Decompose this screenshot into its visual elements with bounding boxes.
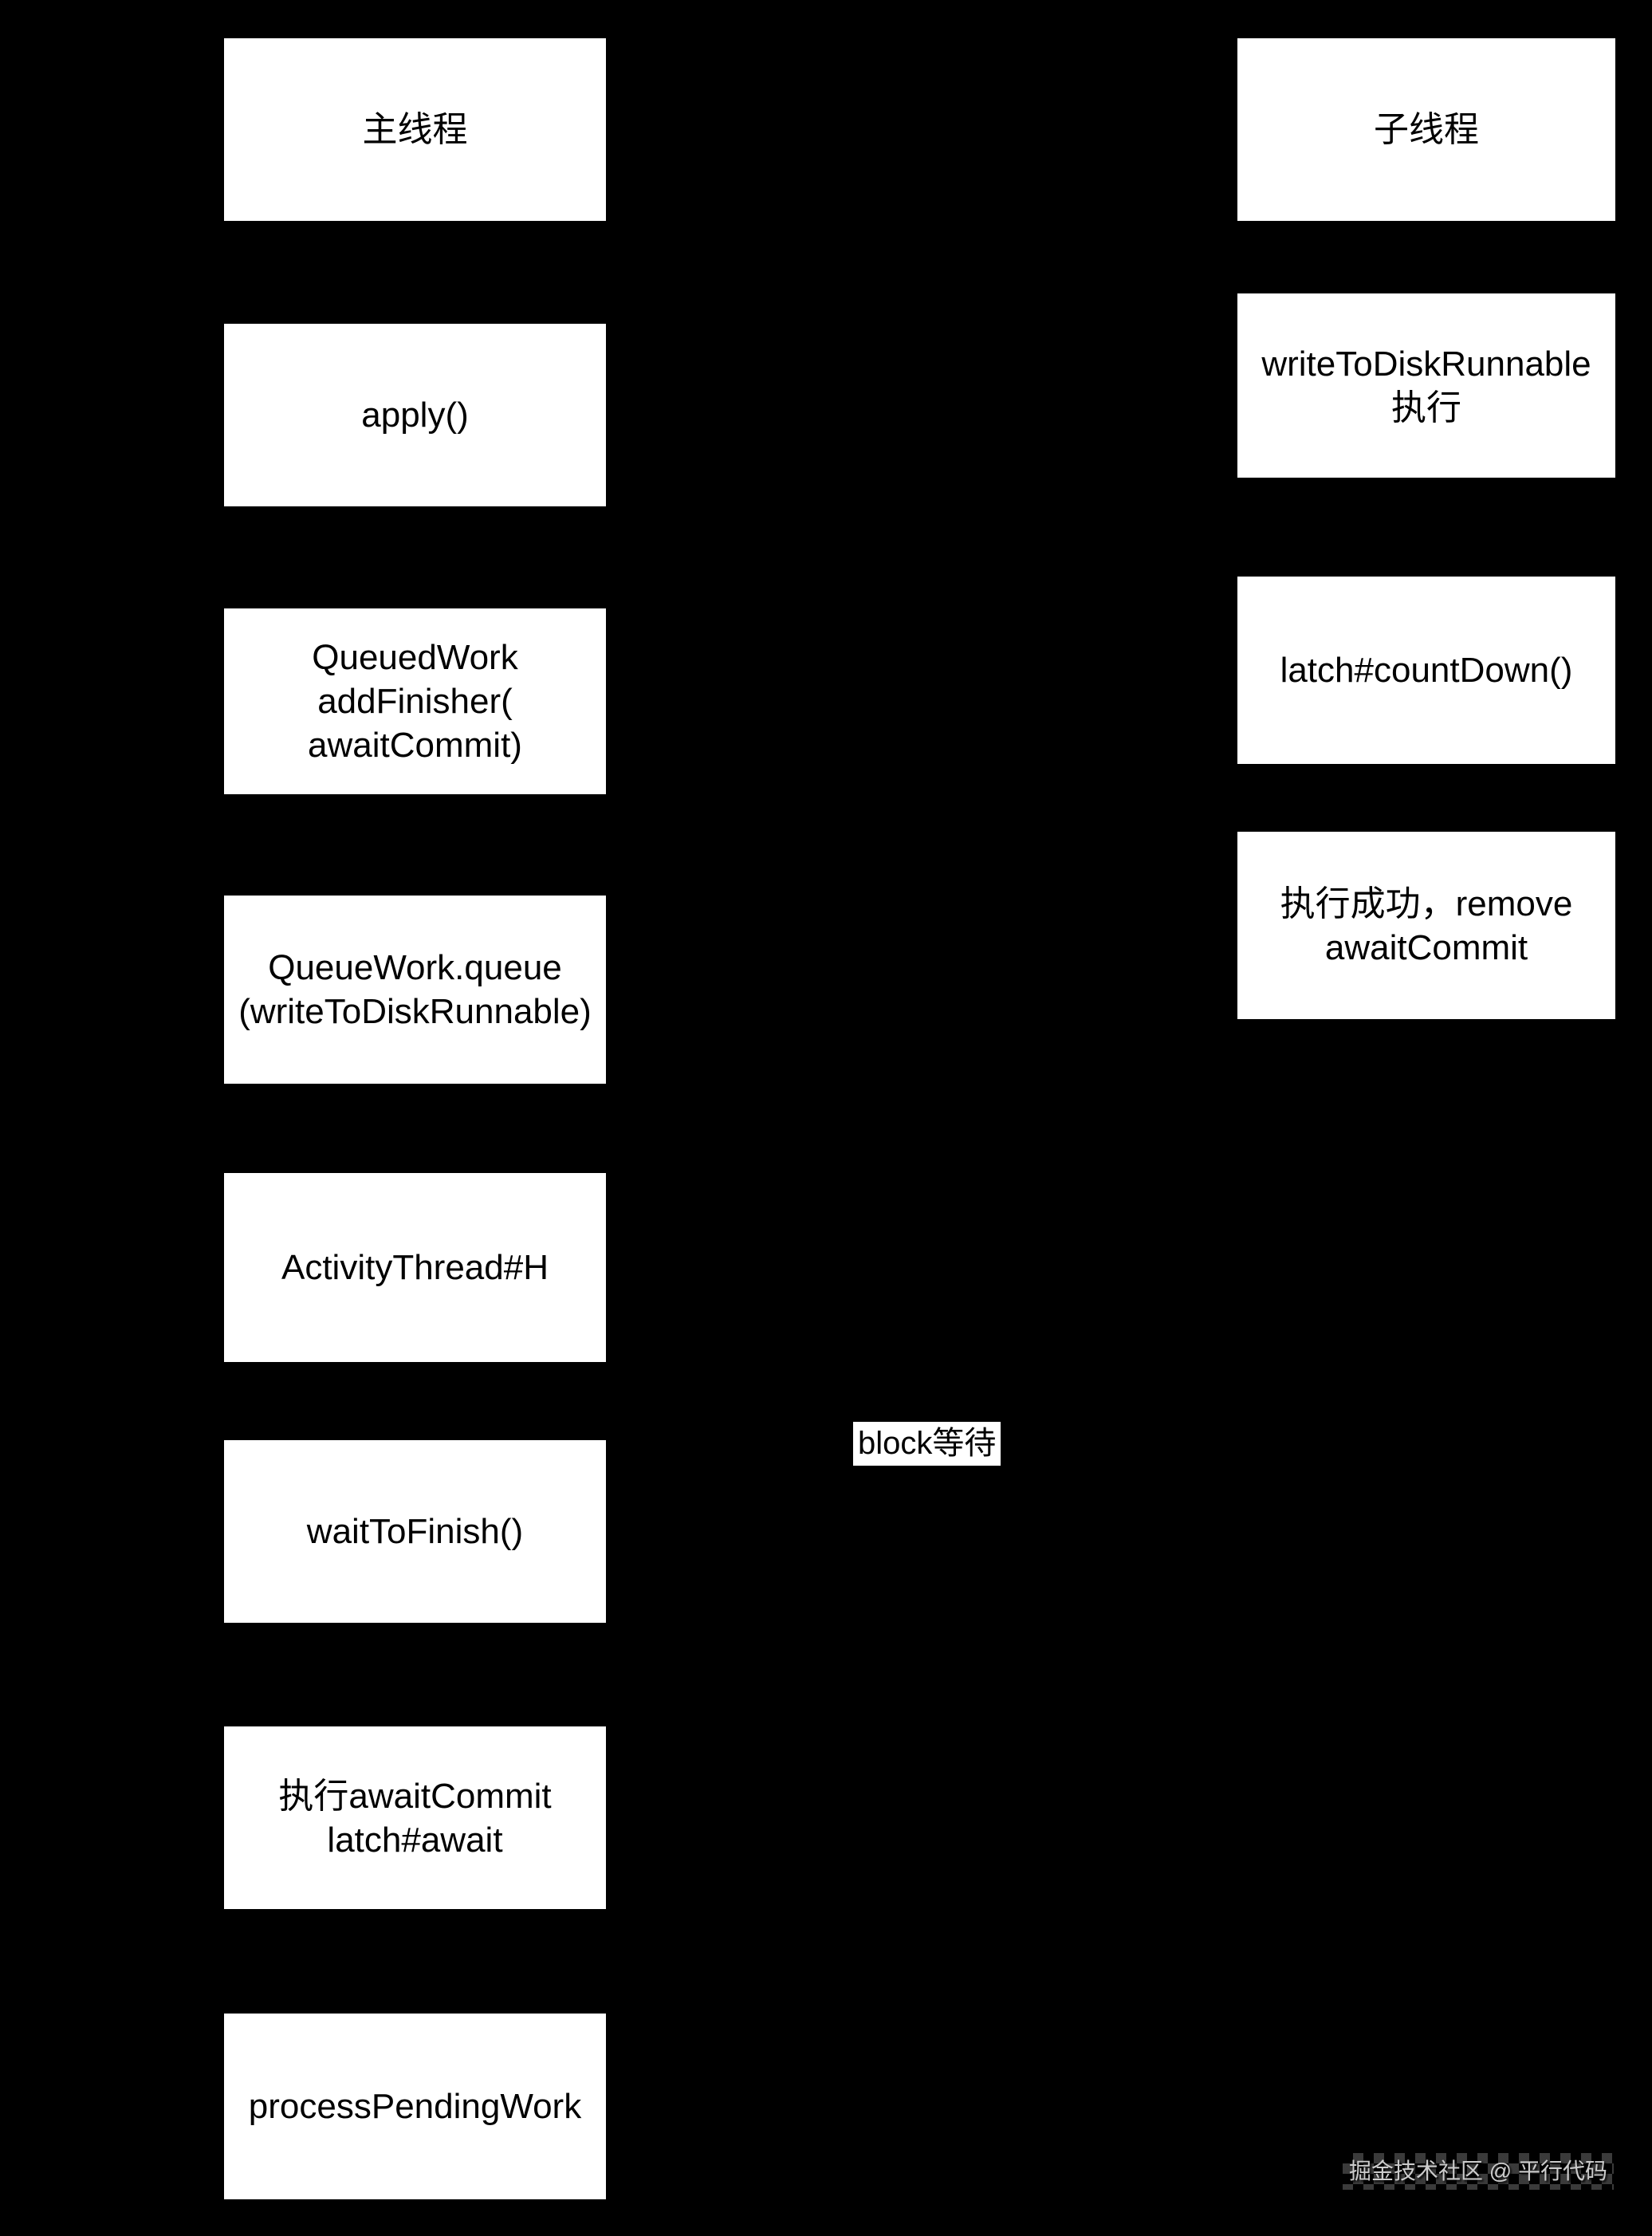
box-latch-countdown: latch#countDown() bbox=[1237, 577, 1615, 764]
box-processpendingwork: processPendingWork bbox=[224, 2014, 606, 2199]
box-writetodiskrunnable-exec: writeToDiskRunnable 执行 bbox=[1237, 293, 1615, 478]
block-wait-label: block等待 bbox=[853, 1422, 1001, 1466]
box-activitythread-h: ActivityThread#H bbox=[224, 1173, 606, 1362]
box-queuework-queue: QueueWork.queue (writeToDiskRunnable) bbox=[224, 896, 606, 1084]
box-main-thread-title: 主线程 bbox=[224, 38, 606, 221]
box-exec-awaitcommit-latch-await: 执行awaitCommit latch#await bbox=[224, 1726, 606, 1909]
box-apply: apply() bbox=[224, 324, 606, 506]
watermark: 掘金技术社区 @ 平行代码 bbox=[1343, 2153, 1614, 2190]
box-exec-success-remove-awaitcommit: 执行成功，remove awaitCommit bbox=[1237, 832, 1615, 1019]
box-waittofinish: waitToFinish() bbox=[224, 1440, 606, 1623]
box-queuedwork-addfinisher: QueuedWork addFinisher( awaitCommit) bbox=[224, 608, 606, 794]
box-child-thread-title: 子线程 bbox=[1237, 38, 1615, 221]
